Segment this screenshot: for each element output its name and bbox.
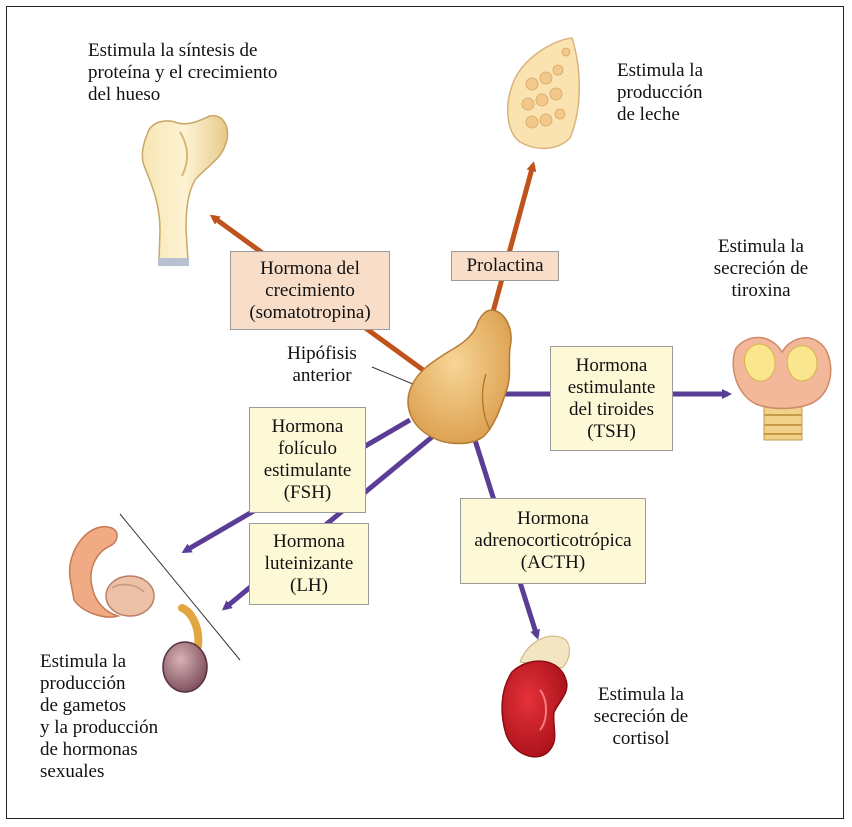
breast-effect-text: Estimula la producción de leche bbox=[617, 60, 703, 126]
acth-box: Hormona adrenocorticotrópica (ACTH) bbox=[460, 498, 646, 584]
acth-line: (ACTH) bbox=[461, 552, 645, 574]
pituitary-label: Hipófisis anterior bbox=[270, 343, 374, 387]
acth-line: Hormona bbox=[461, 508, 645, 530]
gonads-effect-line: Estimula la bbox=[40, 651, 158, 673]
bone-effect-line: proteína y el crecimiento bbox=[88, 62, 277, 84]
mammary-gland-icon bbox=[508, 38, 580, 148]
growth-hormone-line: crecimiento bbox=[231, 280, 389, 302]
gonads-effect-line: y la producción bbox=[40, 717, 158, 739]
tsh-line: (TSH) bbox=[551, 421, 672, 443]
tsh-line: estimulante bbox=[551, 377, 672, 399]
adrenal-gland-icon bbox=[502, 636, 569, 757]
gonads-effect-line: producción bbox=[40, 673, 158, 695]
gonads-effect-text: Estimula la producción de gametos y la p… bbox=[40, 651, 158, 783]
adrenal-effect-text: Estimula la secreción de cortisol bbox=[578, 684, 704, 750]
growth-hormone-box: Hormona del crecimiento (somatotropina) bbox=[230, 251, 390, 330]
thyroid-effect-line: Estimula la bbox=[697, 236, 825, 258]
thyroid-effect-text: Estimula la secreción de tiroxina bbox=[697, 236, 825, 302]
breast-effect-line: producción bbox=[617, 82, 703, 104]
bone-effect-text: Estimula la síntesis de proteína y el cr… bbox=[88, 40, 277, 106]
lh-line: (LH) bbox=[250, 575, 368, 597]
gonads-effect-line: de hormonas bbox=[40, 739, 158, 761]
prolactin-line: Prolactina bbox=[452, 255, 558, 277]
acth-line: adrenocorticotrópica bbox=[461, 530, 645, 552]
fsh-box: Hormona folículo estimulante (FSH) bbox=[249, 407, 366, 513]
lh-line: Hormona bbox=[250, 531, 368, 553]
adrenal-effect-line: secreción de bbox=[578, 706, 704, 728]
bone-effect-line: Estimula la síntesis de bbox=[88, 40, 277, 62]
breast-effect-line: Estimula la bbox=[617, 60, 703, 82]
fsh-line: estimulante bbox=[250, 460, 365, 482]
lh-box: Hormona luteinizante (LH) bbox=[249, 523, 369, 605]
tsh-box: Hormona estimulante del tiroides (TSH) bbox=[550, 346, 673, 451]
pituitary-gland-icon bbox=[408, 310, 511, 444]
thyroid-effect-line: tiroxina bbox=[697, 280, 825, 302]
gonads-effect-line: de gametos bbox=[40, 695, 158, 717]
breast-effect-line: de leche bbox=[617, 104, 703, 126]
thyroid-effect-line: secreción de bbox=[697, 258, 825, 280]
growth-hormone-line: (somatotropina) bbox=[231, 302, 389, 324]
bone-icon bbox=[142, 116, 227, 266]
fsh-line: folículo bbox=[250, 438, 365, 460]
lh-line: luteinizante bbox=[250, 553, 368, 575]
tsh-line: Hormona bbox=[551, 355, 672, 377]
bone-effect-line: del hueso bbox=[88, 84, 277, 106]
gonads-effect-line: sexuales bbox=[40, 761, 158, 783]
pituitary-label-line: Hipófisis bbox=[270, 343, 374, 365]
adrenal-effect-line: Estimula la bbox=[578, 684, 704, 706]
pituitary-label-line: anterior bbox=[270, 365, 374, 387]
growth-hormone-line: Hormona del bbox=[231, 258, 389, 280]
fsh-line: (FSH) bbox=[250, 482, 365, 504]
adrenal-effect-line: cortisol bbox=[578, 728, 704, 750]
thyroid-icon bbox=[733, 337, 831, 440]
prolactin-box: Prolactina bbox=[451, 251, 559, 281]
tsh-line: del tiroides bbox=[551, 399, 672, 421]
fsh-line: Hormona bbox=[250, 416, 365, 438]
